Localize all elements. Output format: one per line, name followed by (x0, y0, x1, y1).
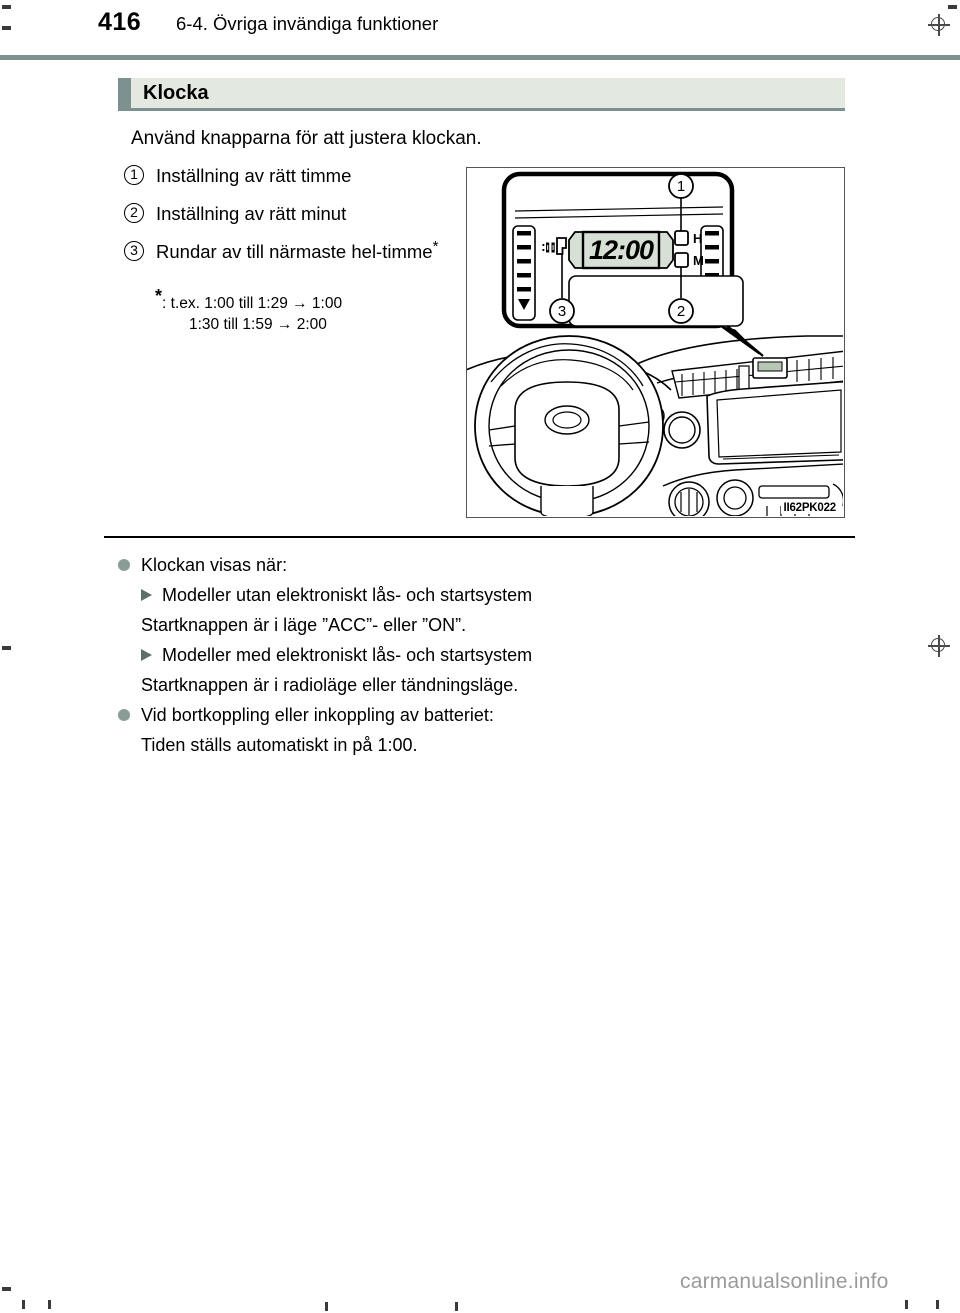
note-bullet: Klockan visas när: (118, 550, 818, 580)
circled-number-3: 3 (124, 241, 144, 261)
circled-number-1: 1 (124, 165, 144, 185)
registration-mark-mid-right (928, 635, 950, 657)
crop-tick-bottom-b (48, 1300, 51, 1309)
note-text: Startknappen är i radioläge eller tändni… (141, 675, 519, 695)
crop-tick-top-left-a (2, 5, 11, 9)
list-item-label: Inställning av rätt minut (156, 203, 347, 224)
footnote-line-1: t.ex. 1:00 till 1:29 → 1:00 (170, 295, 343, 312)
footnote-star: * (155, 285, 163, 306)
crop-tick-bottom-left (2, 1287, 11, 1291)
crop-tick-bottom-e (905, 1300, 908, 1309)
circled-number-2: 2 (124, 203, 144, 223)
site-watermark: carmanualsonline.info (680, 1270, 889, 1293)
crop-tick-bottom-a (22, 1300, 25, 1309)
registration-mark-top-right (928, 14, 950, 36)
note-subitem: Modeller utan elektroniskt lås- och star… (118, 580, 818, 610)
note-detail: Startknappen är i läge ”ACC”- eller ”ON”… (118, 610, 818, 640)
list-item-label: Rundar av till närmaste hel-timme* (156, 239, 461, 264)
note-text: Klockan visas när: (141, 555, 288, 575)
list-item-label: Inställning av rätt timme (156, 165, 352, 186)
crop-tick-bottom-d (455, 1302, 458, 1311)
footnote: *: t.ex. 1:00 till 1:29 → 1:00 1:30 till… (155, 287, 343, 335)
note-bullet: Vid bortkoppling eller inkoppling av bat… (118, 700, 818, 730)
triangle-bullet-icon (141, 589, 152, 601)
notes-block: Klockan visas när: Modeller utan elektro… (118, 550, 818, 760)
page-header: 416 6-4. Övriga invändiga funktioner (0, 0, 960, 60)
footnote-colon: : (162, 295, 167, 312)
page-number: 416 (98, 8, 142, 36)
list-item: 1 Inställning av rätt timme (124, 163, 469, 196)
crop-tick-bottom-c (325, 1302, 328, 1311)
callout-number-3: 3 (558, 303, 566, 320)
note-text: Modeller med elektroniskt lås- och start… (162, 645, 533, 665)
bullet-dot-icon (118, 709, 130, 721)
crop-tick-bottom-f (936, 1300, 939, 1309)
note-text: Startknappen är i läge ”ACC”- eller ”ON”… (141, 615, 467, 635)
footnote-line-2: 1:30 till 1:59 → 2:00 (189, 316, 327, 333)
list-item-text-3: Rundar av till närmaste hel-timme (156, 241, 433, 262)
header-divider (0, 55, 960, 60)
content-divider (104, 536, 855, 538)
numbered-instruction-list: 1 Inställning av rätt timme 2 Inställnin… (124, 163, 469, 277)
note-text: Tiden ställs automatiskt in på 1:00. (141, 735, 418, 755)
crop-tick-mid-left (2, 646, 11, 650)
hour-button-label: H (693, 231, 702, 246)
section-heading-title: Klocka (143, 82, 209, 104)
note-subitem: Modeller med elektroniskt lås- och start… (118, 640, 818, 670)
note-text: Vid bortkoppling eller inkoppling av bat… (141, 705, 494, 725)
bullet-dot-icon (118, 559, 130, 571)
clock-display-value: 12:00 (589, 235, 654, 265)
footnote-star-ref: * (432, 237, 439, 255)
minute-button-label: M (693, 253, 704, 268)
callout-number-2: 2 (677, 303, 685, 320)
header-section-title: 6-4. Övriga invändiga funktioner (176, 13, 439, 34)
callout-number-1: 1 (677, 178, 685, 195)
note-detail: Tiden ställs automatiskt in på 1:00. (118, 730, 818, 760)
illustration-figure: H M (466, 167, 845, 518)
triangle-bullet-icon (141, 649, 152, 661)
dashboard-clock-illustration: H M (467, 171, 843, 516)
note-text: Modeller utan elektroniskt lås- och star… (162, 585, 533, 605)
note-detail: Startknappen är i radioläge eller tändni… (118, 670, 818, 700)
figure-code: II62PK022 (781, 502, 838, 514)
list-item: 3 Rundar av till närmaste hel-timme* (124, 239, 469, 272)
intro-text: Använd knapparna för att justera klockan… (131, 128, 482, 149)
crop-tick-right-top (948, 5, 957, 9)
crop-tick-top-left-b (2, 26, 11, 30)
section-heading: Klocka (118, 78, 845, 111)
section-heading-accent-bar (118, 78, 131, 108)
list-item: 2 Inställning av rätt minut (124, 201, 469, 234)
